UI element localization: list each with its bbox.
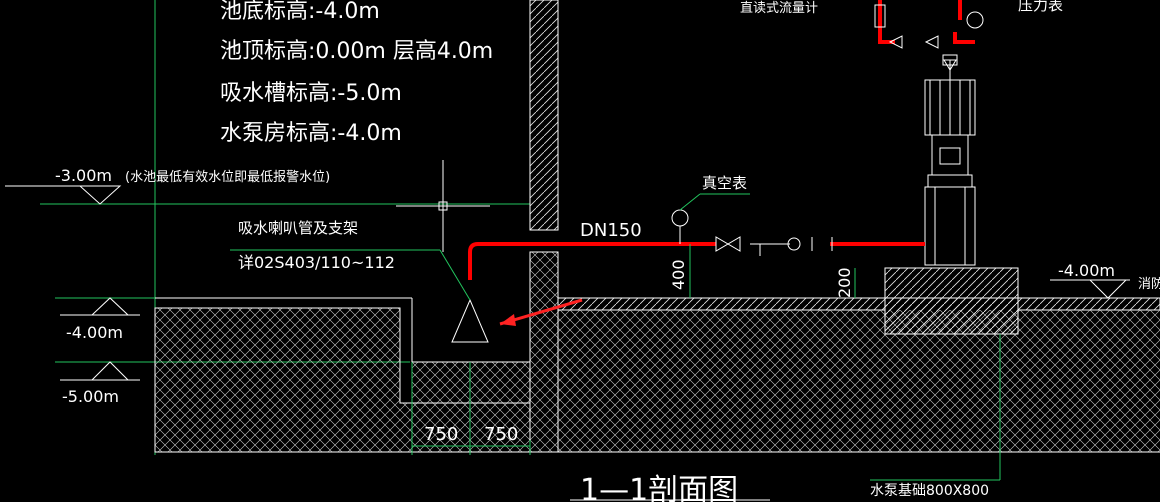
- elevation-symbol-1: [90, 297, 130, 316]
- pump-foundation: [884, 267, 1019, 335]
- pressure-gauge-label: 压力表: [1018, 0, 1063, 14]
- crosshair-cursor: [396, 160, 490, 252]
- elevation-label-2: -5.00m: [62, 387, 119, 406]
- flow-arrow: [500, 314, 516, 326]
- note-pump-room: 水泵房标高:-4.0m: [220, 121, 402, 146]
- section-title: 1—1剖面图: [580, 473, 738, 502]
- note-suction-tank: 吸水槽标高:-5.0m: [220, 81, 402, 106]
- dimension-lines: [411, 244, 1001, 481]
- water-level-note: (水池最低有效水位即最低报警水位): [125, 169, 330, 185]
- note-pool-bottom: 池底标高:-4.0m: [220, 0, 380, 24]
- dim-400-label: 400: [669, 259, 688, 290]
- pipe-size-label: DN150: [580, 220, 642, 241]
- suction-pipe: [468, 0, 975, 280]
- suction-bell-label: 吸水喇叭管及支架: [238, 219, 358, 237]
- dim-750-b-label: 750: [484, 424, 518, 445]
- elevation-symbol-2: [90, 361, 130, 381]
- note-pool-top: 池顶标高:0.00m 层高4.0m: [220, 39, 493, 64]
- elevation-symbol-right: [1088, 279, 1128, 299]
- water-level-label: -3.00m: [55, 166, 112, 185]
- vacuum-gauge-label: 真空表: [702, 174, 747, 192]
- dim-750-a-label: 750: [424, 424, 458, 445]
- elevation-label-1: -4.00m: [66, 323, 123, 342]
- suction-bell: [451, 298, 489, 343]
- vacuum-gauge-symbol: [671, 209, 689, 227]
- right-cut-label: 消防: [1138, 276, 1160, 292]
- pool-wall: [529, 0, 559, 231]
- foundation-label: 水泵基础800X800: [870, 482, 989, 499]
- flowmeter-label: 直读式流量计: [740, 1, 818, 16]
- suction-ref-label: 详02S403/110~112: [238, 253, 395, 272]
- water-level-symbol: [78, 185, 122, 205]
- elevation-label-right: -4.00m: [1058, 261, 1115, 280]
- dim-200-label: 200: [835, 267, 854, 298]
- pump: [924, 54, 976, 266]
